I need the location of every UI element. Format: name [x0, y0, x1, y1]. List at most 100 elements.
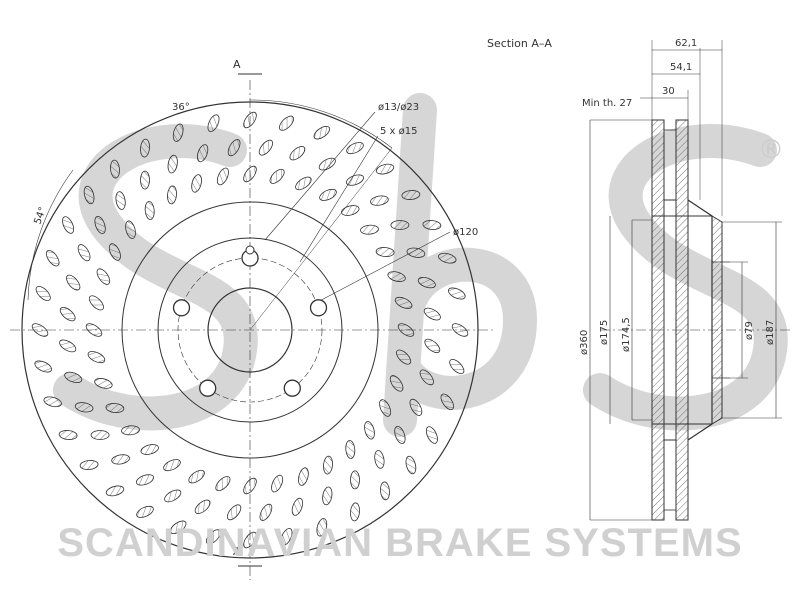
locating-screw-hole [245, 245, 255, 255]
drilled-slot [31, 323, 49, 337]
drilled-slot [105, 403, 125, 413]
drilled-slot [105, 485, 125, 497]
section-marker-bottom-label: A [233, 545, 241, 558]
drilled-slot [140, 444, 159, 455]
disc-section-view [589, 40, 790, 521]
drilled-slot [64, 371, 83, 384]
drilled-slot [164, 489, 182, 503]
drilled-slot [43, 396, 62, 408]
drilled-holes-group [31, 111, 469, 549]
drilled-slot [291, 497, 304, 516]
drilled-slot [346, 142, 364, 155]
drilled-slot [323, 455, 333, 475]
drilled-slot [451, 323, 469, 337]
drilled-slot [449, 358, 465, 375]
dim-outer-diameter: ø360 [579, 330, 590, 355]
drilled-slot [280, 528, 293, 546]
drilled-slot [34, 360, 52, 373]
registered-mark: ® [758, 135, 784, 165]
drilled-slot [370, 195, 389, 206]
drilled-slot [438, 252, 457, 264]
drilled-slot [389, 375, 404, 392]
drilled-slot [374, 450, 385, 469]
bolt-holes-callout: 5 x ø15 [380, 126, 417, 137]
drilled-slot [394, 426, 406, 444]
drilled-slot [94, 378, 113, 389]
drilled-slot [360, 224, 379, 235]
dim-d79-label: ø79 [744, 321, 755, 340]
drilled-slot [316, 518, 328, 537]
drilled-slot [172, 123, 184, 142]
inner-friction-plate [651, 119, 665, 521]
drilled-slot [394, 296, 413, 309]
drilled-slot [140, 138, 150, 158]
drilled-slot [397, 323, 415, 337]
drilled-slot [387, 271, 406, 282]
drilled-slot [59, 339, 77, 353]
pcd-callout: ø120 [453, 227, 478, 238]
bolt-callout-leader [299, 135, 379, 263]
drilled-slot [448, 287, 466, 300]
drilled-slot [111, 454, 130, 465]
drilled-slot [278, 115, 295, 131]
drilled-slot [271, 474, 284, 493]
drilled-slot [79, 460, 99, 470]
drilled-slot [163, 459, 181, 472]
drilled-slot [121, 425, 140, 436]
dim-d175-label: ø175 [599, 320, 610, 345]
drilled-slot [375, 163, 395, 175]
dim-d174-5-label: ø174,5 [621, 317, 632, 352]
section-marker-top-label: A [233, 58, 241, 71]
drilled-slot [66, 274, 81, 291]
drilled-slot [401, 190, 421, 200]
wheel-bolt-hole [172, 299, 191, 317]
drilled-slot [390, 220, 410, 230]
drilled-slot [216, 167, 229, 186]
drilled-slot [96, 268, 111, 285]
drilled-slot [424, 338, 441, 354]
drilled-slot [322, 486, 333, 506]
drilled-slot [406, 247, 426, 258]
drilled-slot [380, 481, 390, 501]
angle-54-label: 54° [32, 206, 48, 226]
min-thickness-label: Min th. 27 [582, 98, 632, 109]
drilled-slot [167, 185, 177, 205]
pcd-callout-leader [309, 231, 451, 307]
drilled-slot [196, 144, 209, 163]
drilled-slot [58, 430, 78, 440]
dim-hat-width: 54,1 [670, 62, 692, 73]
drilled-slot [350, 470, 360, 490]
angle-54-arc [27, 169, 74, 301]
wheel-bolt-hole [199, 379, 217, 397]
drilled-slot [423, 307, 441, 321]
section-title: Section A–A [487, 37, 552, 50]
drilled-slot [417, 276, 436, 289]
drilled-slot [289, 146, 306, 161]
drilled-slot [88, 295, 104, 311]
hole-size-callout: ø13/ø23 [378, 102, 419, 113]
hole-callout-leader [264, 111, 376, 241]
angle-36-label: 36° [172, 102, 190, 113]
drilled-slot [62, 216, 75, 234]
drilled-slot [110, 159, 120, 179]
drilled-slot [108, 243, 121, 261]
drilled-slot [215, 476, 231, 492]
outer-friction-plate [675, 119, 689, 521]
drilled-slot [85, 323, 103, 337]
drilled-slot [425, 426, 438, 444]
drilled-slot [243, 531, 257, 549]
drilled-slot [140, 170, 150, 190]
drilled-slot [295, 176, 312, 191]
drilled-slot [422, 220, 442, 230]
drilled-slot [136, 474, 154, 486]
drilled-slot [227, 139, 241, 157]
wheel-bolt-hole [283, 379, 301, 397]
drilled-slot [205, 529, 222, 545]
drilled-slot [243, 477, 257, 495]
drilled-slot [405, 455, 417, 475]
drilled-slot [375, 247, 395, 257]
drilled-slot [379, 399, 392, 417]
bolt-holes-group [172, 245, 328, 397]
